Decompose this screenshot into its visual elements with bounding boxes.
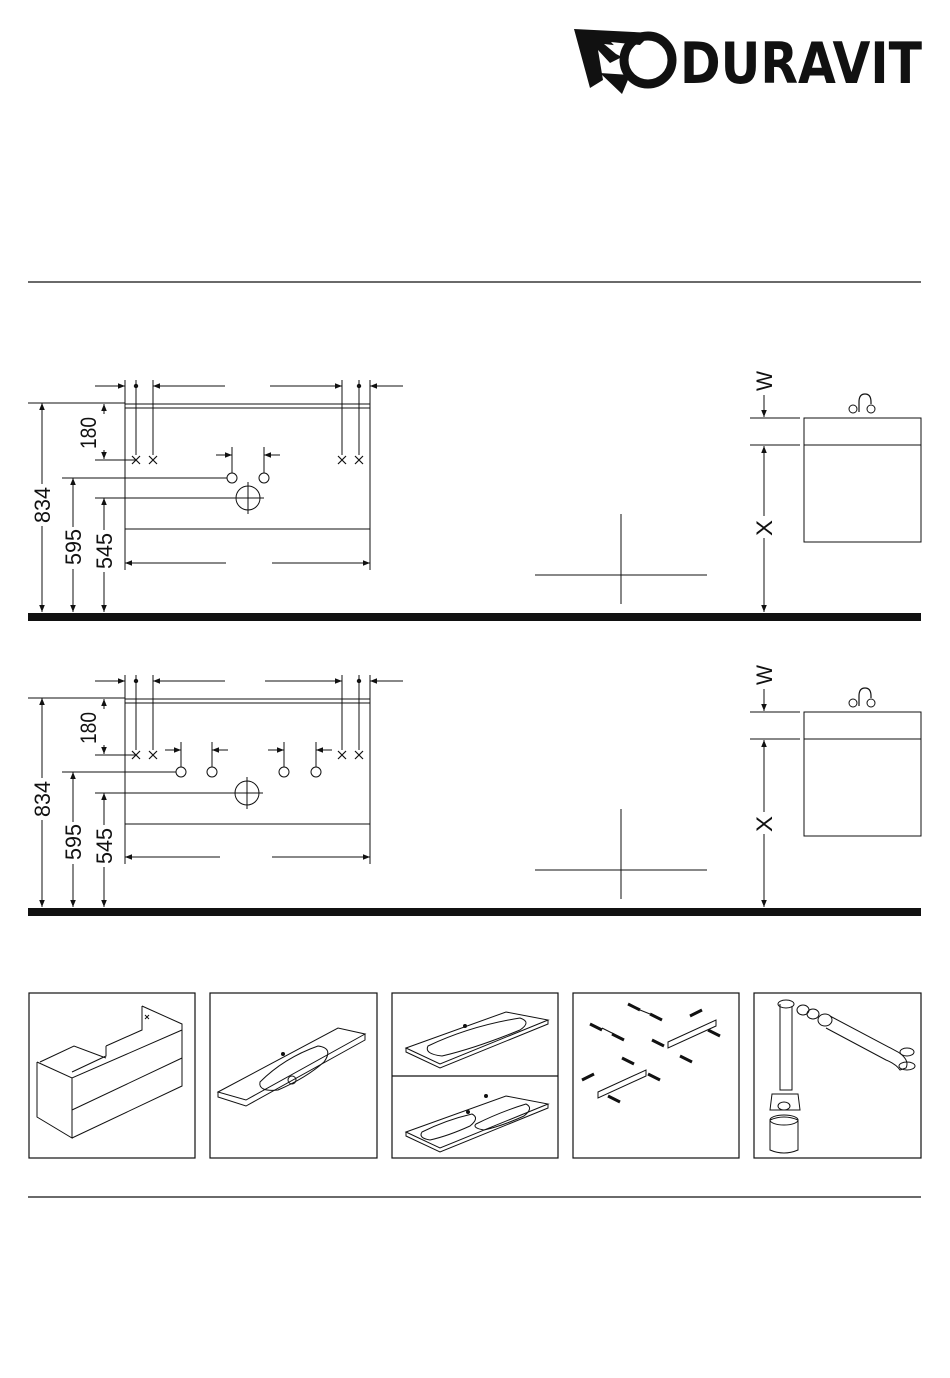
panel-mounting-kit xyxy=(573,993,739,1158)
installation-drawing-1: 834 595 545 180 xyxy=(28,370,921,621)
panel-siphon xyxy=(754,993,921,1158)
side-view-1: W X xyxy=(750,370,921,612)
floor-line xyxy=(28,613,921,621)
label-w: W xyxy=(752,371,777,391)
label-545: 545 xyxy=(92,828,117,864)
drain-outlet xyxy=(231,777,263,809)
side-view-2: W X xyxy=(750,664,921,907)
label-x: X xyxy=(752,520,777,536)
label-545: 545 xyxy=(92,533,117,569)
label-180: 180 xyxy=(76,417,101,449)
label-w: W xyxy=(752,665,777,685)
drain-outlet xyxy=(232,482,264,514)
label-834: 834 xyxy=(30,487,55,523)
tap-holes xyxy=(165,742,332,777)
installation-drawing-2: 834 595 545 180 xyxy=(28,664,921,916)
panel-washbasin xyxy=(210,993,377,1158)
label-595: 595 xyxy=(61,824,86,860)
panel-vanity-unit xyxy=(29,993,195,1158)
mounting-points xyxy=(132,751,363,759)
panel-washbasin-variants xyxy=(392,993,558,1158)
mounting-points xyxy=(132,456,363,464)
label-595: 595 xyxy=(61,529,86,565)
brand-wordmark: DURAVIT xyxy=(680,31,922,97)
brand-logo: DURAVIT xyxy=(574,29,922,97)
label-x: X xyxy=(752,816,777,832)
label-834: 834 xyxy=(30,781,55,817)
component-panels xyxy=(29,993,921,1158)
floor-line xyxy=(28,908,921,916)
label-180: 180 xyxy=(76,712,101,744)
duravit-rocket-icon xyxy=(574,29,672,94)
